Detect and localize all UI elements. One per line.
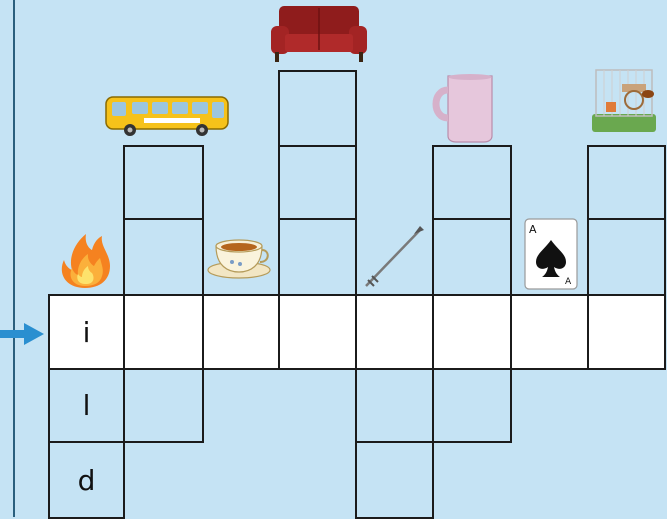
cell-letter: l — [50, 370, 123, 441]
grid-cell[interactable] — [278, 218, 357, 296]
grid-cell[interactable] — [432, 145, 512, 220]
hamster-cage-icon — [586, 64, 662, 140]
grid-cell[interactable] — [123, 368, 204, 443]
grid-cell[interactable] — [587, 218, 666, 296]
grid-cell[interactable] — [510, 294, 589, 370]
cell-letter: i — [50, 296, 123, 368]
grid-cell[interactable] — [355, 294, 434, 370]
grid-cell[interactable] — [432, 218, 512, 296]
grid-cell[interactable] — [278, 145, 357, 220]
teacup-icon — [206, 232, 272, 280]
grid-cell[interactable] — [587, 145, 666, 220]
grid-cell[interactable]: i — [48, 294, 125, 370]
grid-cell[interactable] — [355, 441, 434, 519]
svg-text:A: A — [529, 223, 537, 236]
mug-icon — [430, 72, 500, 144]
grid-cell[interactable] — [355, 368, 434, 443]
grid-cell[interactable] — [123, 218, 204, 296]
grid-cell[interactable] — [123, 145, 204, 220]
right-arrow-icon — [0, 322, 46, 350]
arrow-spear-icon — [362, 224, 426, 290]
bus-icon — [104, 94, 230, 138]
left-edge-rule — [13, 0, 15, 517]
grid-cell[interactable] — [202, 294, 280, 370]
svg-text:A: A — [565, 277, 572, 287]
grid-cell[interactable]: l — [48, 368, 125, 443]
fire-icon — [52, 220, 118, 290]
grid-cell[interactable] — [123, 294, 204, 370]
grid-cell[interactable] — [278, 70, 357, 147]
grid-cell[interactable] — [432, 368, 512, 443]
grid-cell[interactable] — [278, 294, 357, 370]
grid-cell[interactable] — [587, 294, 666, 370]
grid-cell[interactable]: d — [48, 441, 125, 519]
cell-letter: d — [50, 443, 123, 517]
ace-of-spades-card-icon: A A — [524, 218, 578, 290]
sofa-icon — [265, 4, 373, 66]
grid-cell[interactable] — [432, 294, 512, 370]
